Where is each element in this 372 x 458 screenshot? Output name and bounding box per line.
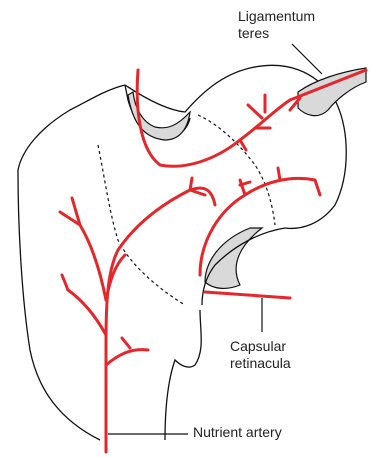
artery-upper-arc-branches [240, 95, 270, 150]
growth-plate-dotted-right [198, 115, 275, 225]
nutrient-artery-trunk [106, 190, 190, 452]
artery-branch-left-lower [62, 275, 106, 335]
nutrient-label-text: Nutrient artery [193, 424, 282, 441]
artery-branch-trochanter [190, 178, 215, 205]
capsular-label-line1: Capsular [230, 338, 291, 355]
nutrient-artery-label: Nutrient artery [193, 424, 282, 441]
ligamentum-label-line2: teres [238, 25, 315, 42]
artery-capsular-retinacular [205, 292, 290, 298]
ligamentum-teres-label: Ligamentum teres [238, 8, 315, 42]
capsular-label-line2: retinacula [230, 355, 291, 372]
capsular-retinacula-label: Capsular retinacula [230, 338, 291, 372]
ligamentum-label-line1: Ligamentum [238, 8, 315, 25]
artery-branch-right-lower [106, 338, 148, 365]
